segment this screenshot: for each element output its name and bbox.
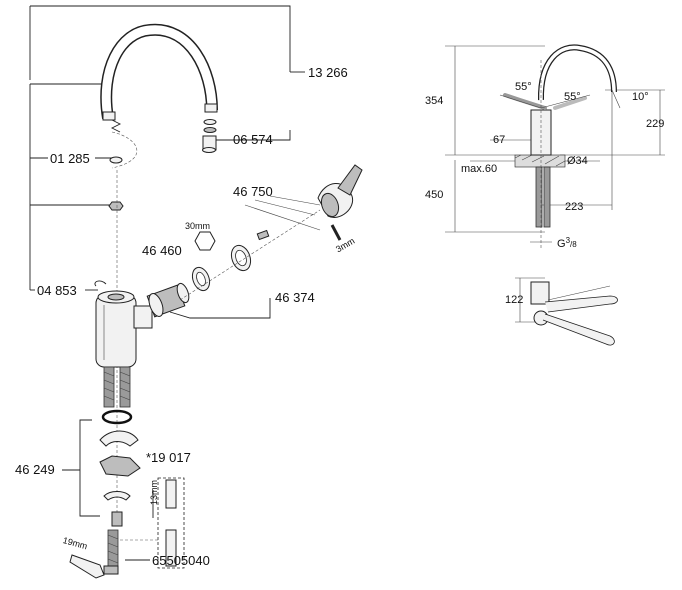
- dim-height: 354: [425, 95, 443, 107]
- label-spout: 13 266: [308, 65, 348, 80]
- label-hoses: 65505040: [152, 553, 210, 568]
- mounting-kit-part: [99, 409, 141, 527]
- dimension-drawing: [445, 44, 665, 346]
- cartridge-part: [146, 282, 271, 319]
- label-hose-wrench: 19mm: [62, 535, 89, 551]
- spout-group-lines: [29, 5, 305, 291]
- spout-thread: [108, 119, 138, 211]
- handle-leaders: [244, 195, 321, 231]
- dim-angle-right: 55°: [564, 91, 581, 103]
- label-clip: 04 853: [37, 283, 77, 298]
- label-wrench-size: 30mm: [185, 221, 210, 231]
- label-handle: 46 750: [233, 184, 273, 199]
- cartridge-nut-part: [191, 244, 252, 292]
- dim-reach: 223: [565, 201, 583, 213]
- tap-body: [95, 290, 153, 368]
- dim-angle-left: 55°: [515, 81, 532, 93]
- dim-connection: G3/8: [557, 236, 577, 250]
- label-extension: *19 017: [146, 450, 191, 465]
- spout-part: [100, 23, 218, 121]
- label-aerator: 06 574: [233, 132, 273, 147]
- wrench-icon: [69, 554, 105, 579]
- hex-wrench-icon: [194, 231, 216, 251]
- label-allen-key: 3mm: [334, 236, 356, 255]
- label-extension-size: 13mm: [149, 480, 159, 505]
- dim-angle-tilt: 10°: [632, 91, 649, 103]
- dim-deck-thickness: max.60: [461, 163, 497, 175]
- dim-aerator-height: 229: [646, 118, 664, 130]
- dim-lever-height: 122: [505, 294, 523, 306]
- aerator-part: [202, 119, 217, 153]
- dim-below-deck: 450: [425, 189, 443, 201]
- hose-part: [103, 366, 131, 575]
- label-mounting-kit: 46 249: [15, 462, 55, 477]
- label-cartridge: 46 374: [275, 290, 315, 305]
- label-cartridge-nut: 46 460: [142, 243, 182, 258]
- clip-part: [94, 280, 107, 287]
- handle-part: [179, 164, 363, 301]
- label-oring-spout: 01 285: [50, 151, 90, 166]
- dim-hole-diameter: Ø34: [567, 155, 588, 167]
- mounting-kit-bracket: [79, 419, 100, 517]
- extension-part: [120, 477, 185, 569]
- dim-spout-offset: 67: [493, 134, 505, 146]
